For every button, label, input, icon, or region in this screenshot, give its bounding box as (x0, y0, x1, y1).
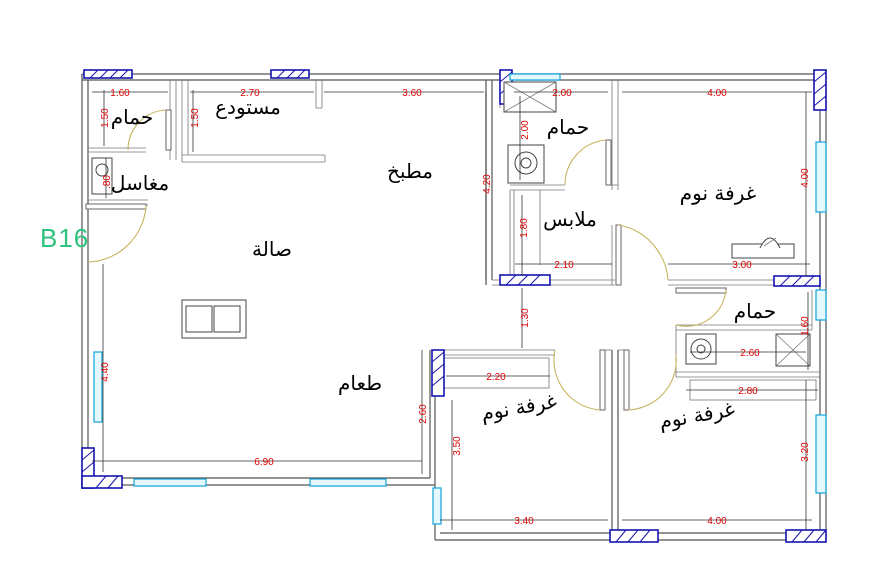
dim-right-v-2: 3.20 (800, 442, 811, 462)
dim-top-3: 3.60 (402, 88, 422, 99)
room-label-sinks: مغاسل (111, 171, 169, 195)
room-label-bedroom3: غرفة نوم (657, 397, 736, 434)
dim-corridor-v: 1.30 (520, 308, 531, 328)
room-labels: حمام مستودع مطبخ حمام غرفة نوم مغاسل ملا… (111, 95, 776, 434)
dim-wardrobe-v: 1.80 (519, 218, 530, 238)
dim-bottom-mid: 3.40 (514, 516, 534, 527)
room-label-wardrobe: ملابس (543, 207, 597, 231)
sofa-icon (181, 299, 247, 339)
dim-top-2: 2.70 (240, 88, 260, 99)
dim-left-v: 4.40 (100, 362, 111, 382)
bed-headboard-icon (731, 237, 795, 259)
shower-bath3 (775, 333, 811, 367)
column-mid-kitchen (499, 274, 551, 286)
dim-bath1-v: 1.50 (100, 108, 111, 128)
column-top-mid (270, 69, 310, 79)
fixtures (91, 81, 811, 367)
dim-right-v-1: 4.00 (800, 168, 811, 188)
column-mid-right (773, 275, 821, 287)
room-label-storage: مستودع (215, 95, 281, 119)
window-bottom-left-b (309, 478, 387, 487)
column-top-right (813, 69, 827, 111)
column-top-left (83, 69, 133, 79)
column-bottom-right (785, 529, 827, 543)
dimension-labels: 1.60 2.70 3.60 2.00 4.00 1.50 1.50 .80 2… (100, 88, 811, 527)
dim-top-5: 4.00 (707, 88, 727, 99)
dim-bath2-v: 2.00 (520, 120, 531, 140)
column-bottom-left (81, 447, 123, 489)
room-label-hall: صالة (252, 237, 292, 261)
dim-bath3-h: 2.60 (740, 348, 760, 359)
dim-dining-v: 2.60 (418, 404, 429, 424)
window-right-bath (815, 289, 827, 321)
column-bottom-mid (609, 529, 659, 543)
window-right-upper (815, 141, 827, 213)
window-left-hall (93, 351, 103, 423)
dim-kitchen-v: 4.20 (482, 174, 493, 194)
column-dining (431, 349, 445, 397)
room-label-bath2: حمام (547, 115, 589, 139)
dim-sinks-v: .80 (102, 175, 113, 189)
room-label-bath1: حمام (111, 105, 153, 129)
room-label-dining: طعام (338, 371, 382, 395)
dim-bottom-right: 4.00 (707, 516, 727, 527)
dim-top-1: 1.60 (110, 88, 130, 99)
dim-bath3-v: 1.60 (800, 316, 811, 336)
sink-fixture-bath2 (507, 144, 545, 184)
plan-tag: B16 (40, 223, 89, 253)
dim-storage-v: 1.50 (190, 108, 201, 128)
dim-top-4: 2.00 (552, 88, 572, 99)
dim-bed3-top: 2.80 (738, 386, 758, 397)
room-label-bath3: حمام (734, 299, 776, 323)
dimension-lines (92, 90, 818, 530)
sink-fixture-bath3 (685, 333, 717, 365)
window-bath2-top (509, 73, 561, 81)
dim-wardrobe-h: 2.10 (554, 260, 574, 271)
windows (93, 73, 827, 525)
sink-fixture-left (91, 157, 113, 195)
room-label-bedroom2: غرفة نوم (479, 389, 558, 426)
window-bottom-left-a (133, 478, 207, 487)
room-label-bedroom1: غرفة نوم (680, 181, 756, 205)
doors (85, 109, 727, 411)
window-right-lower (815, 414, 827, 494)
window-dining-lower (432, 487, 442, 525)
room-label-kitchen: مطبخ (387, 159, 433, 183)
dim-right-h-3: 3.00 (732, 260, 752, 271)
shower-bath2 (503, 81, 557, 113)
dim-bed2-top: 2.20 (486, 372, 506, 383)
dim-bed2-v: 3.50 (452, 436, 463, 456)
dim-bottom-left: 6.90 (254, 457, 274, 468)
